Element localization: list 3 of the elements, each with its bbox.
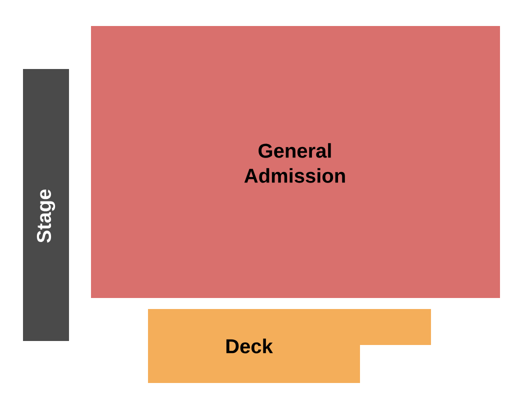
stage-block: Stage [23, 69, 69, 341]
seating-section: General Admission [91, 26, 500, 298]
seating-section: Deck [148, 309, 431, 383]
